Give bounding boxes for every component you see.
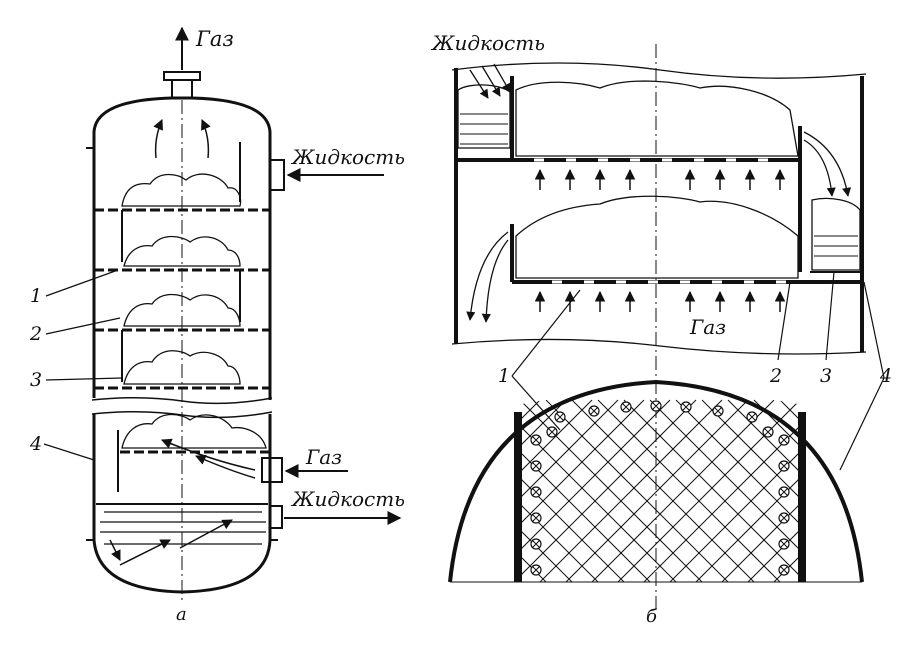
detail-gas-arrows	[534, 168, 786, 312]
side-nozzles	[261, 159, 285, 529]
downcomers	[117, 142, 241, 492]
callout-left-1: 1	[30, 285, 42, 307]
perforation-hole	[554, 411, 566, 423]
perforation-hole	[778, 434, 790, 446]
perforation-hole	[546, 426, 558, 438]
label-gas-top: Газ	[195, 27, 234, 51]
top-gas-nozzle	[163, 26, 201, 98]
perforation-hole	[778, 512, 790, 524]
callout-right-2: 2	[769, 365, 782, 387]
callout-right-4: 4	[879, 365, 892, 387]
perforation-hole	[530, 564, 542, 576]
perforation-hole	[530, 434, 542, 446]
callout-left-4: 4	[29, 433, 42, 455]
perforation-lattice	[522, 399, 798, 582]
internal-flow-arrows	[109, 119, 256, 566]
plan-view	[448, 379, 864, 583]
upper-shell	[92, 96, 272, 400]
perforation-hole	[762, 426, 774, 438]
label-liquid-in: Жидкость	[290, 145, 405, 169]
perforation-holes	[530, 400, 790, 576]
perforation-hole	[778, 460, 790, 472]
perforation-hole	[530, 486, 542, 498]
tray-detail	[451, 44, 867, 612]
label-gas-in: Газ	[305, 445, 342, 469]
perforation-hole	[778, 486, 790, 498]
perforation-hole	[778, 564, 790, 576]
callout-right-1: 1	[498, 365, 510, 387]
perforation-hole	[650, 400, 662, 412]
perforation-hole	[746, 411, 758, 423]
perforation-hole	[680, 401, 692, 413]
perforation-hole	[530, 460, 542, 472]
callout-right-3: 3	[820, 365, 832, 387]
perforation-hole	[530, 512, 542, 524]
foam-layers	[121, 173, 267, 449]
label-gas-right: Газ	[689, 315, 726, 339]
label-liquid-right: Жидкость	[430, 31, 545, 55]
label-liquid-out: Жидкость	[290, 487, 405, 511]
label-sub-b: б	[646, 606, 658, 627]
perforation-hole	[620, 401, 632, 413]
perforation-hole	[712, 405, 724, 417]
column-a	[43, 26, 402, 600]
perforation-hole	[588, 405, 600, 417]
callout-left-2: 2	[29, 323, 42, 345]
label-sub-a: а	[176, 604, 187, 625]
perforation-hole	[530, 538, 542, 550]
perforation-hole	[778, 538, 790, 550]
callout-left-3: 3	[30, 369, 42, 391]
